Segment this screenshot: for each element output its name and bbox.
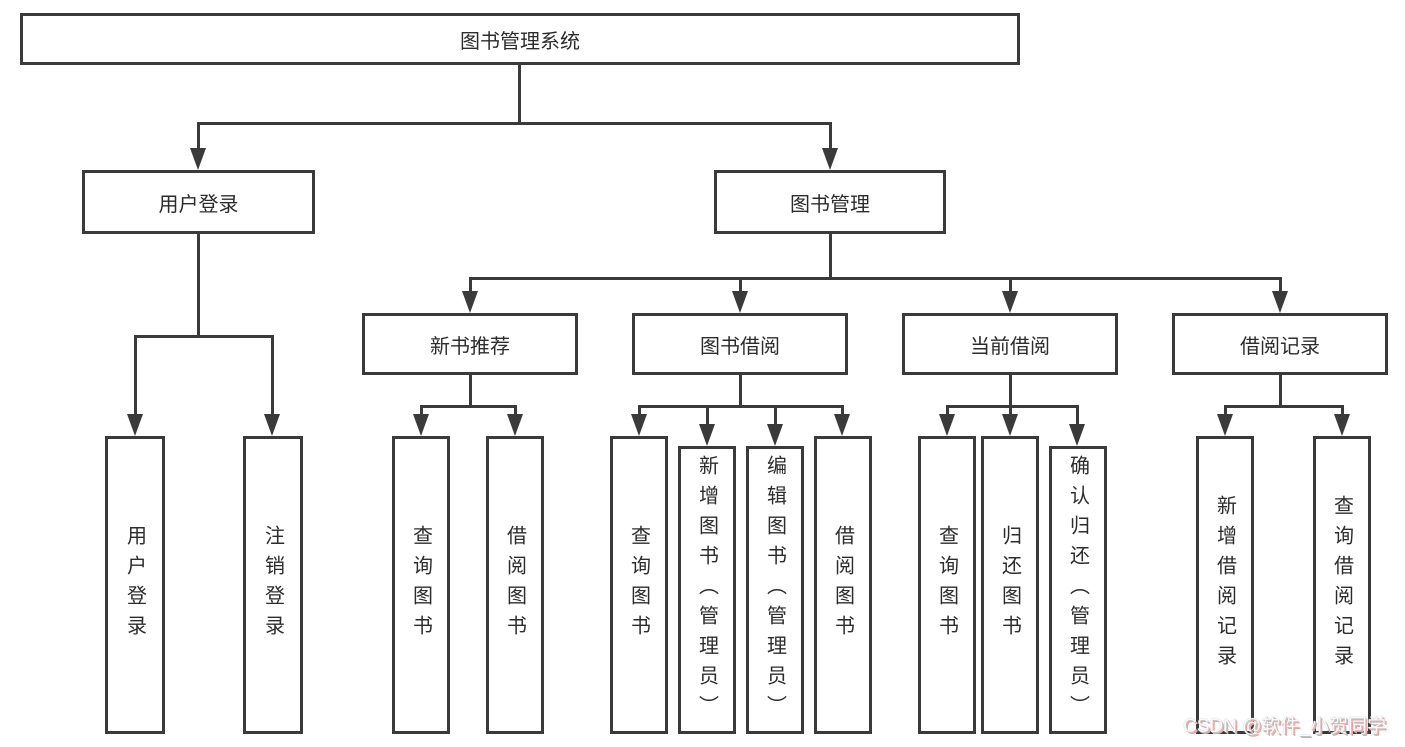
leaf-current-confirm-admin: 确认归还（管理员） — [1049, 446, 1107, 734]
connector-line — [1224, 405, 1343, 408]
leaf-current-query: 查询图书 — [918, 436, 976, 734]
arrowhead-icon — [822, 148, 838, 170]
connector-line — [420, 405, 517, 408]
arrowhead-icon — [1002, 414, 1018, 436]
arrowhead-icon — [699, 424, 715, 446]
connector-line — [469, 375, 472, 405]
node-new-book-recommend: 新书推荐 — [362, 313, 578, 375]
connector-line — [514, 405, 517, 414]
node-label: 图书管理 — [790, 193, 870, 216]
connector-line — [1341, 405, 1344, 414]
connector-line — [197, 122, 832, 125]
connector-line — [841, 405, 844, 414]
node-label: 图书管理系统 — [460, 30, 580, 53]
connector-line — [638, 405, 844, 408]
arrowhead-icon — [767, 424, 783, 446]
connector-line — [469, 277, 1281, 280]
connector-line — [1076, 405, 1079, 424]
connector-line — [1009, 277, 1012, 291]
leaf-newbook-query: 查询图书 — [392, 436, 450, 734]
arrowhead-icon — [1069, 424, 1085, 446]
connector-line — [946, 405, 949, 414]
arrowhead-icon — [190, 148, 206, 170]
arrowhead-icon — [127, 414, 143, 436]
csdn-watermark: CSDN @软件_小贺同学 CSDN @软件_小贺同学 — [1183, 715, 1388, 739]
arrowhead-icon — [462, 291, 478, 313]
connector-line — [197, 234, 200, 335]
node-label: 借阅记录 — [1240, 335, 1320, 358]
connector-line — [1009, 375, 1012, 405]
connector-line — [706, 405, 709, 424]
arrowhead-icon — [1272, 291, 1288, 313]
connector-line — [774, 405, 777, 424]
connector-line — [271, 335, 274, 414]
leaf-logout: 注销登录 — [243, 436, 303, 734]
connector-line — [1224, 405, 1227, 414]
arrowhead-icon — [1217, 414, 1233, 436]
arrowhead-icon — [834, 414, 850, 436]
arrowhead-icon — [939, 414, 955, 436]
connector-line — [469, 277, 472, 291]
leaf-borrow-add-admin: 新增图书（管理员） — [678, 446, 736, 734]
connector-line — [829, 234, 832, 277]
leaf-borrow-edit-admin: 编辑图书（管理员） — [746, 446, 804, 734]
node-label: 新书推荐 — [430, 335, 510, 358]
node-label: 当前借阅 — [970, 335, 1050, 358]
arrowhead-icon — [1002, 291, 1018, 313]
watermark-text: CSDN @软件_小贺同学 — [1183, 716, 1386, 737]
connector-line — [1279, 277, 1282, 291]
node-current-borrow: 当前借阅 — [902, 313, 1118, 375]
arrowhead-icon — [413, 414, 429, 436]
connector-line — [739, 375, 742, 405]
leaf-borrow-borrow: 借阅图书 — [814, 436, 872, 734]
node-borrow-records: 借阅记录 — [1172, 313, 1388, 375]
node-label: 用户登录 — [158, 193, 239, 216]
connector-line — [1009, 405, 1012, 414]
connector-line — [518, 65, 521, 125]
leaf-records-add: 新增借阅记录 — [1196, 436, 1254, 734]
leaf-user-login: 用户登录 — [105, 436, 165, 734]
leaf-records-query: 查询借阅记录 — [1313, 436, 1371, 734]
arrowhead-icon — [1334, 414, 1350, 436]
arrowhead-icon — [507, 414, 523, 436]
connector-line — [739, 277, 742, 291]
connector-line — [134, 335, 137, 414]
leaf-newbook-borrow: 借阅图书 — [486, 436, 544, 734]
connector-line — [134, 335, 274, 338]
connector-line — [197, 122, 200, 148]
connector-line — [829, 122, 832, 148]
arrowhead-icon — [264, 414, 280, 436]
leaf-current-return: 归还图书 — [981, 436, 1039, 734]
node-label: 图书借阅 — [700, 335, 780, 358]
node-root-library-system: 图书管理系统 — [20, 13, 1020, 65]
watermark-shadow-text: CSDN @软件_小贺同学 — [1185, 718, 1388, 739]
leaf-borrow-query: 查询图书 — [610, 436, 668, 734]
connector-line — [946, 405, 1078, 408]
node-user-login: 用户登录 — [82, 170, 315, 234]
connector-line — [420, 405, 423, 414]
arrowhead-icon — [631, 414, 647, 436]
arrowhead-icon — [732, 291, 748, 313]
node-book-borrow: 图书借阅 — [632, 313, 848, 375]
connector-line — [638, 405, 641, 414]
node-book-management: 图书管理 — [714, 170, 946, 234]
connector-line — [1279, 375, 1282, 405]
